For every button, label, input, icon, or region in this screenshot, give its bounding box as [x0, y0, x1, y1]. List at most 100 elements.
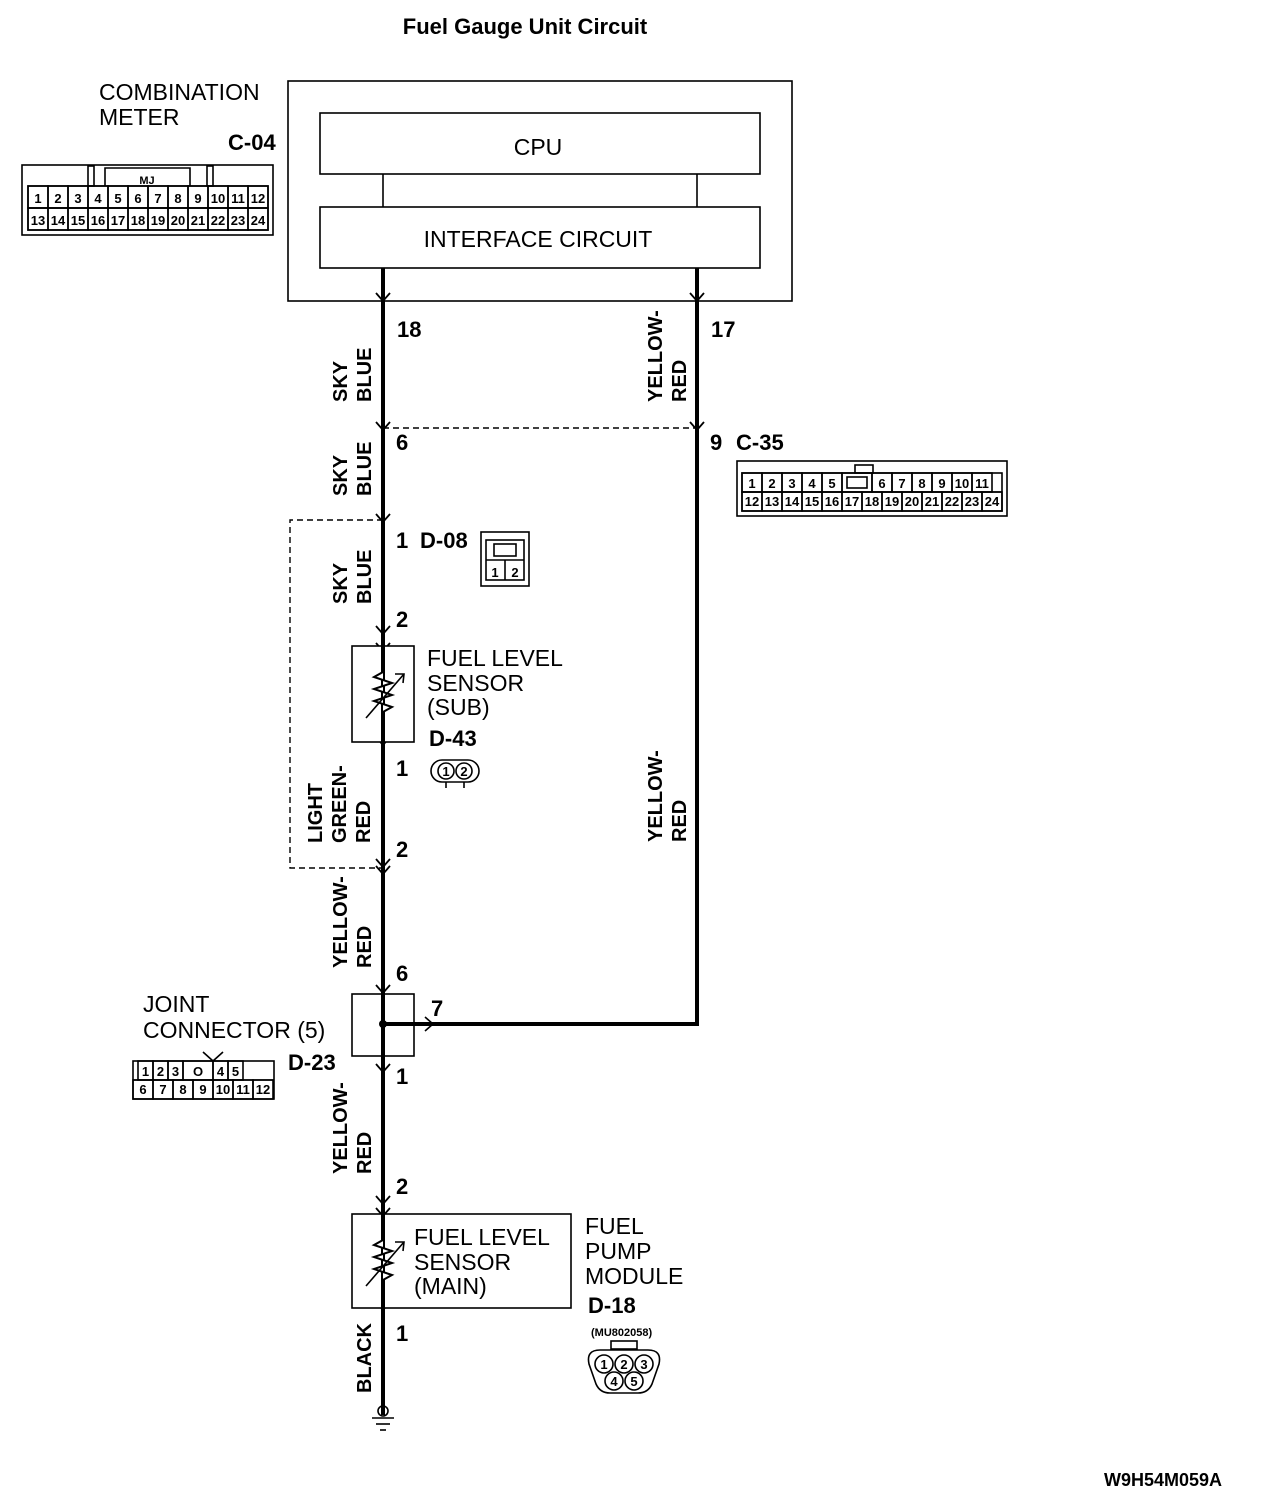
pin-9-c35: 9	[710, 430, 722, 455]
connector-pin-label: 17	[111, 213, 125, 228]
connector-pin-label: 2	[157, 1064, 164, 1079]
connector-pin-label: 1	[748, 476, 755, 491]
svg-text:1: 1	[442, 764, 449, 779]
diagram-title: Fuel Gauge Unit Circuit	[403, 14, 648, 39]
wire-label-sky-blue-2b: BLUE	[354, 442, 376, 496]
svg-text:1: 1	[491, 565, 498, 580]
connector-pin-label: 7	[159, 1082, 166, 1097]
pin-6-c35: 6	[396, 430, 408, 455]
connector-pin-label: 11	[231, 191, 245, 206]
connector-pin-label: 10	[211, 191, 225, 206]
wire-label-yellow-red-rightb: RED	[669, 800, 691, 842]
connector-pin-label: 8	[918, 476, 925, 491]
connector-pin-label: 20	[171, 213, 185, 228]
svg-text:2: 2	[620, 1357, 627, 1372]
variable-resistor-sub-icon	[365, 662, 405, 728]
main-sensor-label: FUEL LEVEL	[414, 1224, 550, 1250]
connector-d08-code: D-08	[420, 528, 468, 553]
connector-pin-label: 8	[174, 191, 181, 206]
connector-pin-label: 3	[74, 191, 81, 206]
fuel-pump-module-label: FUEL	[585, 1213, 644, 1239]
connector-d18-code: D-18	[588, 1293, 636, 1318]
wire-label-yellow-red-1: YELLOW-	[645, 310, 667, 402]
connector-pin-label: 22	[945, 494, 959, 509]
wire-label-sky-blue-1: SKY	[330, 360, 352, 402]
connector-pin-label: 1	[34, 191, 41, 206]
connector-pin-label: 15	[71, 213, 85, 228]
wire-right-yellow-red	[383, 268, 699, 1026]
connector-pin-label: 8	[179, 1082, 186, 1097]
variable-resistor-main-icon	[365, 1230, 405, 1296]
pin-2-main: 2	[396, 1174, 408, 1199]
connector-pin-label: 2	[54, 191, 61, 206]
connector-pin-label: 4	[808, 476, 816, 491]
wire-label-yellow-red-right: YELLOW-	[645, 750, 667, 842]
connector-pin-label: 20	[905, 494, 919, 509]
wire-label-sky-blue-3: SKY	[330, 562, 352, 604]
connector-pin-label: 13	[31, 213, 45, 228]
wire-label-yellow-red-lowerb: RED	[354, 1132, 376, 1174]
connector-pin-label: 13	[765, 494, 779, 509]
connector-pin-label: 23	[231, 213, 245, 228]
joint-connector-label-2: CONNECTOR (5)	[143, 1017, 325, 1043]
combination-meter-label: COMBINATION	[99, 79, 260, 105]
interface-circuit-block	[319, 206, 761, 269]
pin-1-main: 1	[396, 1321, 408, 1346]
connector-d18-face: 1 2 3 4 5	[587, 1340, 661, 1394]
connector-pin-label: 22	[211, 213, 225, 228]
connector-pin-label: 19	[151, 213, 165, 228]
meter-connector-code: C-04	[228, 130, 276, 155]
connector-pin-label: 12	[745, 494, 759, 509]
ground-icon	[372, 1405, 394, 1431]
pin-1-joint: 1	[396, 1064, 408, 1089]
wire-label-sky-blue-1b: BLUE	[354, 348, 376, 402]
reference-code: W9H54M059A	[1104, 1470, 1222, 1490]
svg-text:3: 3	[640, 1357, 647, 1372]
wire-label-light-green-red-2: GREEN-	[329, 765, 351, 843]
connector-pin-label: 4	[217, 1064, 225, 1079]
connector-cell	[252, 1079, 274, 1100]
connector-pin-label: 14	[51, 213, 66, 228]
pin-7-joint: 7	[431, 996, 443, 1021]
connector-pin-label: 9	[194, 191, 201, 206]
pin-2-d08: 2	[396, 607, 408, 632]
svg-text:MJ: MJ	[139, 175, 154, 187]
interface-circuit-label: INTERFACE CIRCUIT	[424, 226, 653, 252]
main-sensor-label-3: (MAIN)	[414, 1273, 487, 1299]
connector-pin-label: 21	[925, 494, 939, 509]
sub-sensor-label-2: SENSOR	[427, 670, 524, 696]
wire-label-light-green-red: LIGHT	[305, 783, 327, 843]
connector-pin-label: 6	[134, 191, 141, 206]
connector-d23-code: D-23	[288, 1050, 336, 1075]
wire-label-sky-blue-2: SKY	[330, 454, 352, 496]
connector-pin-label: 5	[232, 1064, 239, 1079]
connector-pin-label: 6	[878, 476, 885, 491]
cpu-block	[319, 112, 761, 175]
pin-2-sub-lower: 2	[396, 837, 408, 862]
connector-pin-label: 21	[191, 213, 205, 228]
sub-sensor-label-3: (SUB)	[427, 694, 490, 720]
pin-1-d08: 1	[396, 528, 408, 553]
connector-pin-label: 23	[965, 494, 979, 509]
connector-pin-label: 10	[955, 476, 969, 491]
connector-pin-label: 14	[785, 494, 800, 509]
connector-pin-label: 9	[938, 476, 945, 491]
connector-pin-label: 7	[898, 476, 905, 491]
connector-cell	[981, 491, 1003, 512]
pin-17: 17	[711, 317, 735, 342]
wire-label-light-green-red-3: RED	[353, 801, 375, 843]
connector-pin-label: 9	[199, 1082, 206, 1097]
connector-pin-label: 18	[865, 494, 879, 509]
connector-d08-face: 1 2	[480, 531, 530, 587]
svg-text:5: 5	[630, 1374, 637, 1389]
fuel-pump-module-label-2: PUMP	[585, 1238, 651, 1264]
main-sensor-label-2: SENSOR	[414, 1249, 511, 1275]
wire-label-black: BLACK	[354, 1322, 376, 1393]
fuel-pump-module-label-3: MODULE	[585, 1263, 683, 1289]
svg-text:2: 2	[511, 565, 518, 580]
connector-d43-code: D-43	[429, 726, 477, 751]
